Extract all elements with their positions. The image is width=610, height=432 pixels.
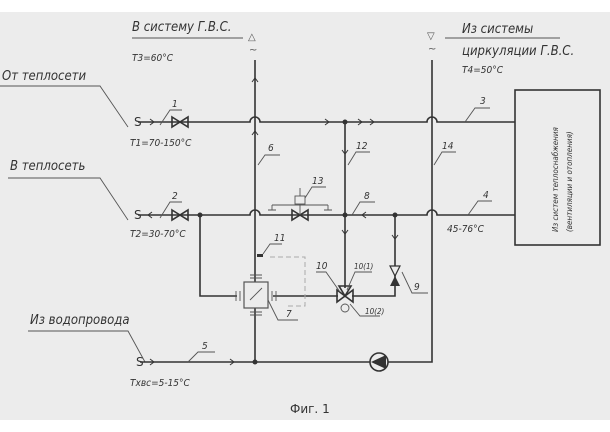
label-from-circ-2: циркуляции Г.В.С. bbox=[462, 44, 574, 59]
callout-4: 4 bbox=[483, 190, 489, 201]
heat-exchanger-symbol bbox=[235, 274, 277, 316]
break-icon: S bbox=[136, 355, 144, 369]
pump-icon bbox=[371, 355, 386, 369]
label-to-hws: В систему Г.В.С. bbox=[132, 20, 232, 35]
check-valve-9-icon bbox=[389, 265, 401, 278]
three-way-valve-10-icon bbox=[337, 285, 353, 298]
junction bbox=[342, 119, 348, 125]
junction bbox=[392, 212, 398, 218]
leader bbox=[28, 330, 146, 363]
valve-13-icon bbox=[291, 208, 309, 222]
control-line-11 bbox=[270, 256, 306, 307]
callout-10: 10 bbox=[316, 261, 328, 272]
callout-3: 3 bbox=[480, 96, 486, 107]
background bbox=[0, 12, 610, 420]
label-from-circ-1: Из системы bbox=[462, 22, 533, 37]
flow-arrows bbox=[147, 77, 399, 366]
heating-systems-box bbox=[514, 89, 601, 246]
callout-13: 13 bbox=[312, 176, 324, 187]
label-tcw: Txвс=5-15°C bbox=[130, 378, 191, 389]
callout-9: 9 bbox=[414, 282, 420, 293]
sensor-11 bbox=[257, 254, 263, 257]
label-from-water: Из водопровода bbox=[30, 313, 130, 328]
label-t3: T3=60°C bbox=[132, 53, 174, 64]
label-t2: T2=30-70°C bbox=[130, 229, 186, 240]
break-icon: S bbox=[134, 208, 142, 222]
actuator-icon bbox=[340, 303, 350, 313]
impulse-line bbox=[268, 188, 332, 215]
triangle-down-icon: ▽ bbox=[427, 31, 435, 42]
tilde-icon: ~ bbox=[249, 45, 257, 56]
tilde-icon: ~ bbox=[428, 44, 436, 55]
check-valve-9-icon bbox=[390, 276, 400, 286]
callout-11: 11 bbox=[274, 233, 285, 244]
label-t4: T4=50°C bbox=[462, 65, 504, 76]
junction bbox=[342, 212, 348, 218]
callout-1: 1 bbox=[172, 99, 178, 110]
triangle-up-icon: △ bbox=[248, 32, 256, 43]
callout-13: 14 bbox=[442, 141, 454, 152]
label-to-network: В теплосеть bbox=[10, 159, 85, 174]
break-icon: S bbox=[134, 115, 142, 129]
leader bbox=[8, 177, 129, 221]
label-t-return: 45-76°C bbox=[447, 224, 485, 235]
box-label-1: Из систем теплоснабжения bbox=[551, 126, 560, 232]
callout-8: 8 bbox=[364, 191, 370, 202]
callout-6: 6 bbox=[268, 143, 274, 154]
callout-10-1: 10(1) bbox=[354, 262, 374, 271]
valve-1-icon bbox=[171, 115, 189, 129]
heat-exchanger-7 bbox=[243, 281, 269, 309]
pipe-branch-9 bbox=[352, 215, 396, 297]
label-t1: T1=70-150°C bbox=[130, 138, 192, 149]
callout-2: 2 bbox=[172, 191, 178, 202]
box-label-2: (вентиляции и отопления) bbox=[565, 131, 574, 232]
callout-10-2: 10(2) bbox=[365, 307, 385, 316]
valve-2-icon bbox=[171, 208, 189, 222]
callout-12: 12 bbox=[356, 141, 368, 152]
leader bbox=[0, 85, 129, 128]
pipe-14 bbox=[388, 60, 433, 363]
junction bbox=[252, 359, 258, 365]
callout-5: 5 bbox=[202, 341, 208, 352]
label-from-network: От теплосети bbox=[2, 69, 86, 84]
three-way-valve-10-icon bbox=[336, 288, 354, 304]
callout-7: 7 bbox=[286, 309, 292, 320]
figure-caption: Фиг. 1 bbox=[290, 402, 330, 416]
